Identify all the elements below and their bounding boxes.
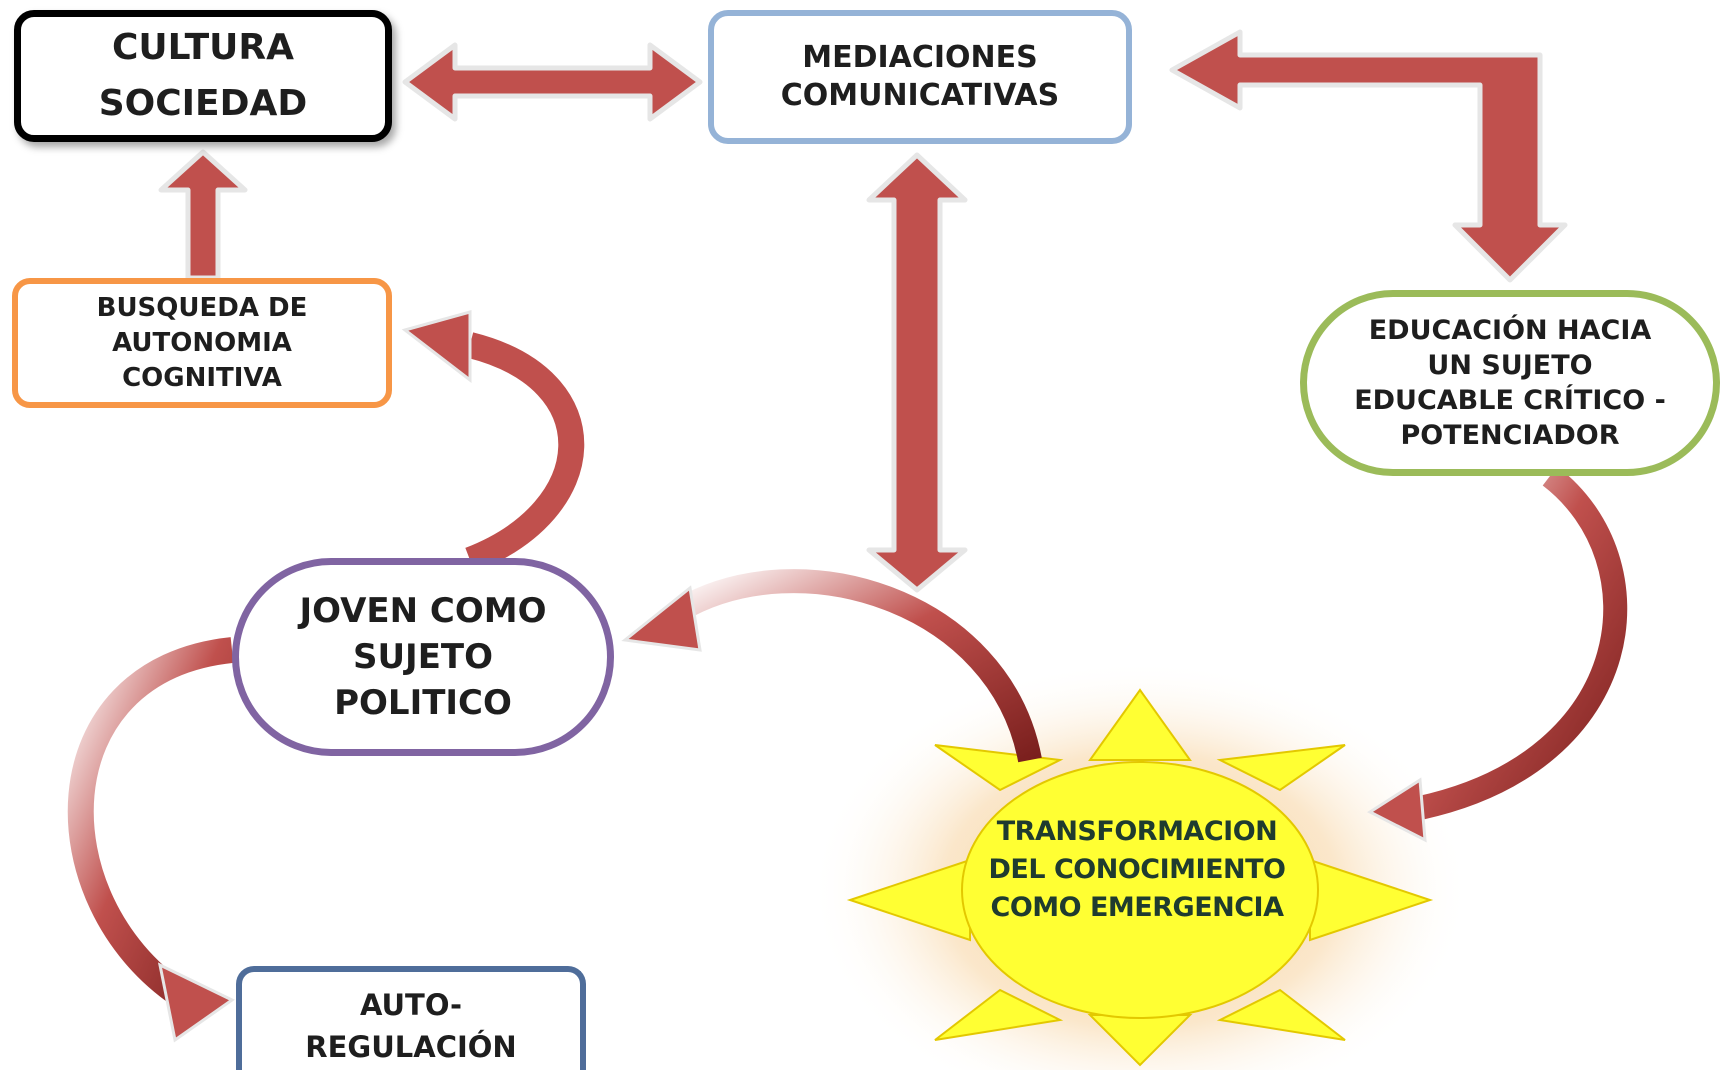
- node-joven-line-2: SUJETO: [352, 637, 494, 677]
- node-busqueda-line-1: BUSQUEDA DE: [96, 292, 308, 323]
- node-mediaciones-line-1: MEDIACIONES: [802, 40, 1038, 75]
- node-auto-regulacion: AUTO- REGULACIÓN: [236, 966, 586, 1070]
- node-cultura-sociedad: CULTURA SOCIEDAD: [14, 10, 392, 142]
- sun-shape: [810, 660, 1470, 1070]
- node-educacion-line-3: EDUCABLE CRÍTICO -: [1354, 385, 1666, 416]
- node-joven-line-1: JOVEN COMO: [299, 591, 547, 631]
- node-cultura-line-1: CULTURA: [111, 27, 294, 68]
- node-educacion-line-1: EDUCACIÓN HACIA: [1368, 315, 1652, 346]
- arrow-educacion-transformacion: [1366, 466, 1628, 843]
- node-educacion-line-2: UN SUJETO: [1427, 350, 1593, 381]
- node-mediaciones-comunicativas: MEDIACIONES COMUNICATIVAS: [708, 10, 1132, 144]
- arrow-transformacion-joven: [621, 569, 1042, 763]
- node-joven-line-3: POLITICO: [334, 683, 512, 723]
- node-busqueda-line-3: COGNITIVA: [122, 362, 282, 393]
- node-educacion-sujeto: EDUCACIÓN HACIA UN SUJETO EDUCABLE CRÍTI…: [1300, 290, 1720, 476]
- node-busqueda-autonomia: BUSQUEDA DE AUTONOMIA COGNITIVA: [12, 278, 392, 408]
- node-joven-sujeto-politico: JOVEN COMO SUJETO POLITICO: [232, 558, 614, 756]
- node-transformacion-conocimiento: TRANSFORMACION DEL CONOCIMIENTO COMO EME…: [962, 800, 1312, 940]
- node-cultura-line-2: SOCIEDAD: [98, 83, 308, 124]
- arrow-joven-auto: [67, 637, 235, 1043]
- node-auto-line-2: REGULACIÓN: [305, 1030, 517, 1064]
- node-busqueda-line-2: AUTONOMIA: [112, 327, 292, 358]
- node-transformacion-line-1: TRANSFORMACION: [996, 816, 1278, 847]
- arrow-mediaciones-educacion: [1169, 29, 1568, 283]
- arrow-joven-busqueda: [401, 310, 585, 573]
- node-mediaciones-line-2: COMUNICATIVAS: [780, 78, 1060, 113]
- arrow-busqueda-cultura: [158, 149, 248, 281]
- node-transformacion-line-2: DEL CONOCIMIENTO: [988, 854, 1286, 885]
- node-transformacion-line-3: COMO EMERGENCIA: [990, 892, 1285, 923]
- node-auto-line-1: AUTO-: [359, 988, 463, 1022]
- arrow-mediaciones-transformacion: [866, 152, 968, 593]
- node-educacion-line-4: POTENCIADOR: [1400, 420, 1620, 451]
- arrow-cultura-mediaciones: [402, 42, 703, 122]
